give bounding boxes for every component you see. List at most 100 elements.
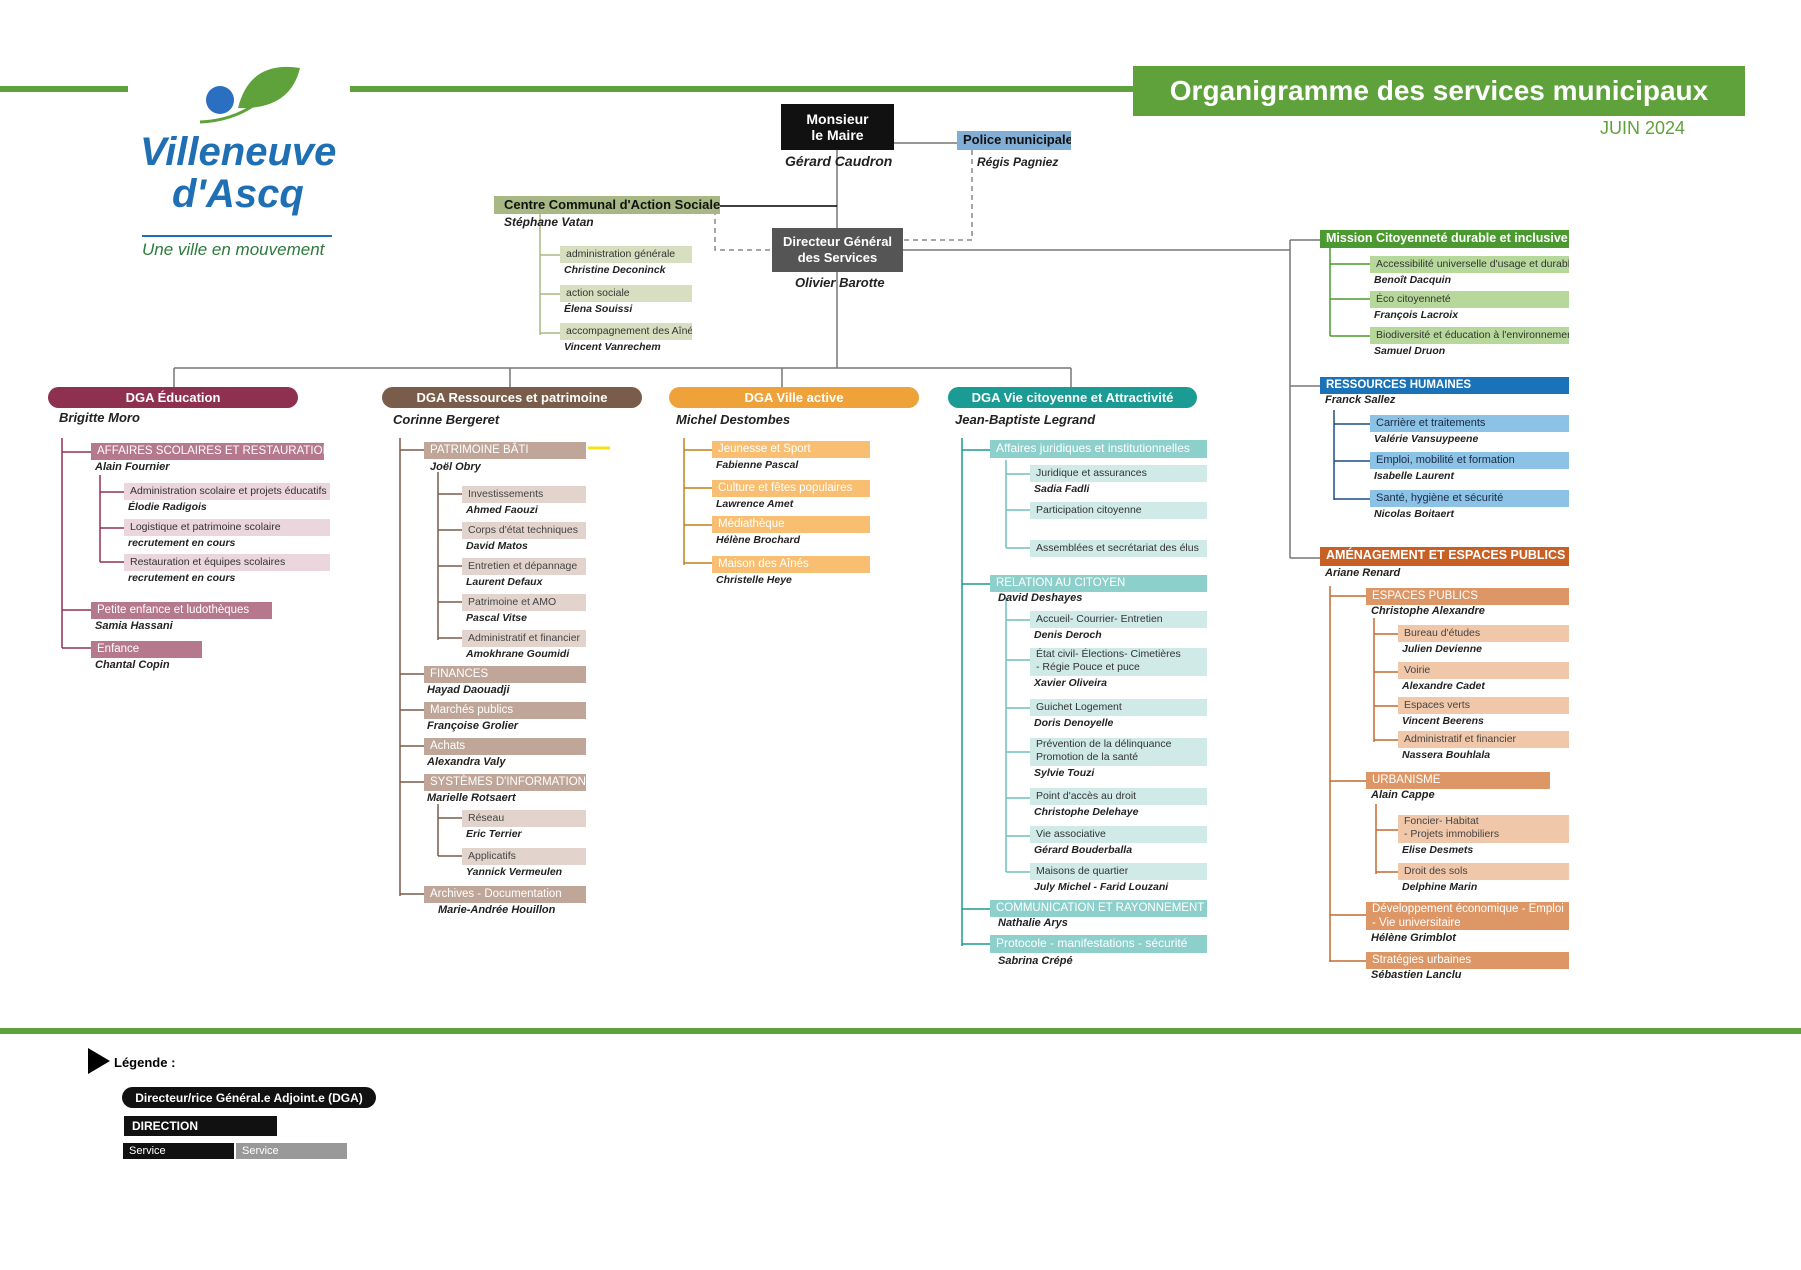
res-si-item: Applicatifs [462, 848, 586, 865]
res-patrimoine-item-name: Laurent Defaux [466, 576, 543, 588]
ccas-item-label: administration générale [566, 248, 676, 260]
edu-petite-enfance: Petite enfance et ludothèques [91, 602, 272, 619]
edu-sub-item-label: Restauration et équipes scolaires [130, 556, 286, 568]
edu-enfance: Enfance [91, 641, 202, 658]
cit-rc-item-label-2: - Régie Pouce et puce [1036, 661, 1140, 673]
res-patrimoine-item: Patrimoine et AMO [462, 594, 586, 611]
ccas-item-label: accompagnement des Aînés [566, 325, 692, 337]
cit-aj-item-label: Participation citoyenne [1036, 504, 1142, 516]
ep-item-label: Voirie [1404, 664, 1431, 676]
res-achats-name: Alexandra Valy [427, 756, 506, 768]
urb-name: Alain Cappe [1371, 789, 1435, 801]
dev-label-2: - Vie universitaire [1372, 917, 1461, 929]
legend-arrow-icon [88, 1048, 110, 1074]
cit-rc-item-name: July Michel - Farid Louzani [1034, 881, 1169, 893]
ccas-item: administration générale [560, 246, 692, 263]
logo-underline [142, 235, 332, 237]
urb-item-label: Foncier- Habitat [1404, 815, 1479, 827]
dga-education-name: Brigitte Moro [59, 410, 140, 425]
urb-item: Foncier- Habitat- Projets immobiliers [1398, 815, 1569, 843]
ep-item-label: Bureau d'études [1404, 627, 1481, 639]
edu-sub-item-label: Administration scolaire et projets éduca… [130, 485, 327, 497]
ep-item-name: Julien Devienne [1402, 643, 1482, 655]
res-patrimoine-item-name: Pascal Vitse [466, 612, 527, 624]
edu-sub-item-name: recrutement en cours [128, 572, 236, 584]
dgs-title: Directeur Général des Services [782, 234, 893, 265]
res-patrimoine-item: Entretien et dépannage [462, 558, 586, 575]
res-patrimoine-item-name: Ahmed Faouzi [466, 504, 538, 516]
ep-item-label: Administratif et financier [1404, 733, 1517, 745]
ccas-item-name: Christine Deconinck [564, 264, 666, 276]
legend-service-light: Service [236, 1143, 347, 1159]
res-marches: Marchés publics [424, 702, 586, 719]
cit-rc-item-name: Christophe Delehaye [1034, 806, 1139, 818]
page-title: Organigramme des services municipaux [1133, 66, 1745, 116]
ville-item: Culture et fêtes populaires [712, 480, 870, 497]
police-box: Police municipale [957, 131, 1071, 150]
ville-item-name: Fabienne Pascal [716, 459, 799, 471]
cit-rc-item: Guichet Logement [1030, 699, 1207, 716]
ville-item-label: Culture et fêtes populaires [718, 482, 853, 494]
cit-rc-item: Vie associative [1030, 826, 1207, 843]
cit-aj-item: Juridique et assurances [1030, 465, 1207, 482]
cit-rc-item-name: Sylvie Touzi [1034, 767, 1095, 779]
cit-rc-item-label: Accueil- Courrier- Entretien [1036, 613, 1163, 625]
urb-item: Droit des sols [1398, 863, 1569, 880]
edu-petite-enfance-name: Samia Hassani [95, 620, 173, 632]
ep-item: Bureau d'études [1398, 625, 1569, 642]
cit-rc-item-label: Guichet Logement [1036, 701, 1122, 713]
ville-item-name: Christelle Heye [716, 574, 792, 586]
rh-item: Santé, hygiène et sécurité [1370, 490, 1569, 507]
ccas-box: Centre Communal d'Action Sociale [494, 196, 720, 214]
ville-item-name: Hélène Brochard [716, 534, 801, 546]
res-patrimoine-item: Corps d'état techniques [462, 522, 586, 539]
maire-box: Monsieur le Maire [781, 104, 894, 150]
dga-ville-active-name: Michel Destombes [676, 412, 791, 427]
mission-item-name: François Lacroix [1374, 309, 1459, 321]
cit-rc-item-label-2: Promotion de la santé [1036, 751, 1139, 763]
cit-affaires-juridiques: Affaires juridiques et institutionnelles [990, 440, 1207, 458]
ville-item-label: Jeunesse et Sport [718, 443, 811, 455]
ep-item-label: Espaces verts [1404, 699, 1470, 711]
res-patrimoine-item-label: Entretien et dépannage [468, 560, 578, 572]
cit-rc-item-name: Xavier Oliveira [1034, 677, 1107, 689]
cit-rc-item-label: Prévention de la délinquance [1036, 738, 1172, 750]
cit-rc-item-label: Maisons de quartier [1036, 865, 1129, 877]
urb-box: URBANISME [1366, 772, 1550, 789]
edu-sub-item: Restauration et équipes scolaires [124, 554, 330, 571]
dev-name: Hélène Grimblot [1371, 932, 1456, 944]
ep-item: Administratif et financier [1398, 731, 1569, 748]
dev-box: Développement économique - Emploi - Vie … [1366, 902, 1569, 930]
edu-sub-item-name: recrutement en cours [128, 537, 236, 549]
res-finances: FINANCES [424, 666, 586, 683]
res-patrimoine-item-name: David Matos [466, 540, 528, 552]
logo-leaf-icon [199, 66, 300, 124]
ep-item-name: Nassera Bouhlala [1402, 749, 1491, 761]
dga-vie-citoyenne: DGA Vie citoyenne et Attractivité [948, 387, 1197, 408]
edu-dir-affaires: AFFAIRES SCOLAIRES ET RESTAURATION [91, 443, 324, 460]
ep-item-name: Vincent Beerens [1402, 715, 1484, 727]
edu-sub-item: Administration scolaire et projets éduca… [124, 483, 330, 500]
maire-title: Monsieur le Maire [806, 111, 869, 143]
police-name: Régis Pagniez [977, 155, 1059, 169]
res-patrimoine-item-label: Patrimoine et AMO [468, 596, 557, 608]
cit-rc-item: Accueil- Courrier- Entretien [1030, 611, 1207, 628]
cit-protocole-name: Sabrina Crépé [998, 955, 1073, 967]
ville-item: Maison des Aînés [712, 556, 870, 573]
cit-aj-item-label: Assemblées et secrétariat des élus [1036, 542, 1199, 554]
rh-item-name: Valérie Vansuypeene [1374, 433, 1479, 445]
cit-rc-item-name: Denis Deroch [1034, 629, 1102, 641]
cit-rc-item-name: Gérard Bouderballa [1034, 844, 1133, 856]
cit-aj-item: Assemblées et secrétariat des élus [1030, 540, 1207, 557]
rh-box: RESSOURCES HUMAINES [1320, 377, 1569, 394]
urb-item-name: Delphine Marin [1402, 881, 1478, 893]
ccas-item: accompagnement des Aînés [560, 323, 692, 340]
cit-rc-item-label: État civil- Élections- Cimetières [1036, 648, 1181, 660]
edu-enfance-name: Chantal Copin [95, 659, 170, 671]
res-patrimoine-item: Administratif et financier [462, 630, 586, 647]
cit-aj-item-label: Juridique et assurances [1036, 467, 1147, 479]
dev-label: Développement économique - Emploi [1372, 903, 1564, 915]
res-patrimoine-item-label: Investissements [468, 488, 544, 500]
logo-tagline: Une ville en mouvement [142, 240, 325, 259]
